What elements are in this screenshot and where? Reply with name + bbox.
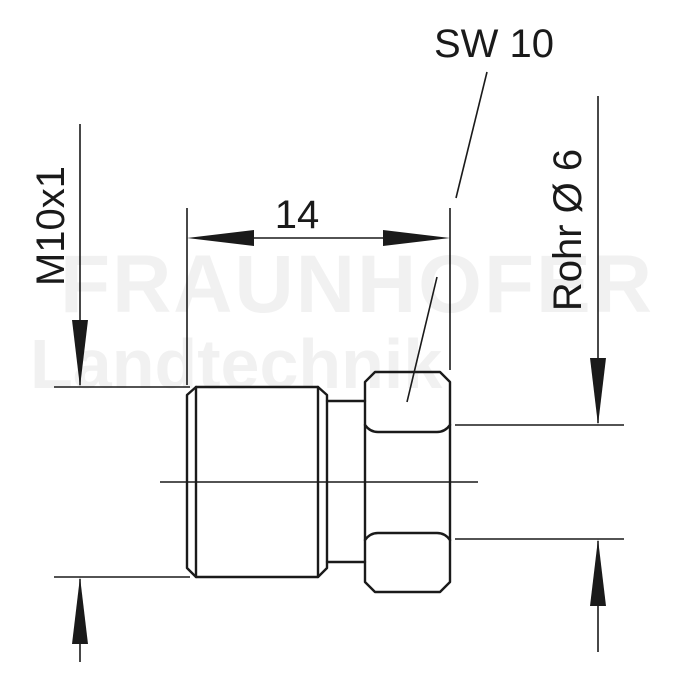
arrow-length-left	[187, 230, 254, 246]
arrow-tube-top	[590, 358, 606, 425]
arrow-thread-top	[72, 320, 88, 387]
wrench-leader	[406, 71, 488, 403]
neck	[325, 399, 367, 564]
arrow-thread-bottom	[72, 577, 88, 644]
arrow-tube-bottom	[590, 539, 606, 606]
watermark-line2: Landtechnik	[30, 325, 442, 403]
watermark-line1: FRAUNHOFER	[60, 239, 654, 330]
length-label: 14	[275, 193, 320, 237]
watermark: FRAUNHOFER Landtechnik	[30, 239, 654, 403]
wrench-size-label: SW 10	[434, 22, 554, 66]
hex-head	[363, 370, 452, 594]
thread-size-label: M10x1	[29, 166, 73, 286]
arrow-length-right	[383, 230, 450, 246]
tube-diameter-label: Rohr Ø 6	[546, 149, 590, 311]
